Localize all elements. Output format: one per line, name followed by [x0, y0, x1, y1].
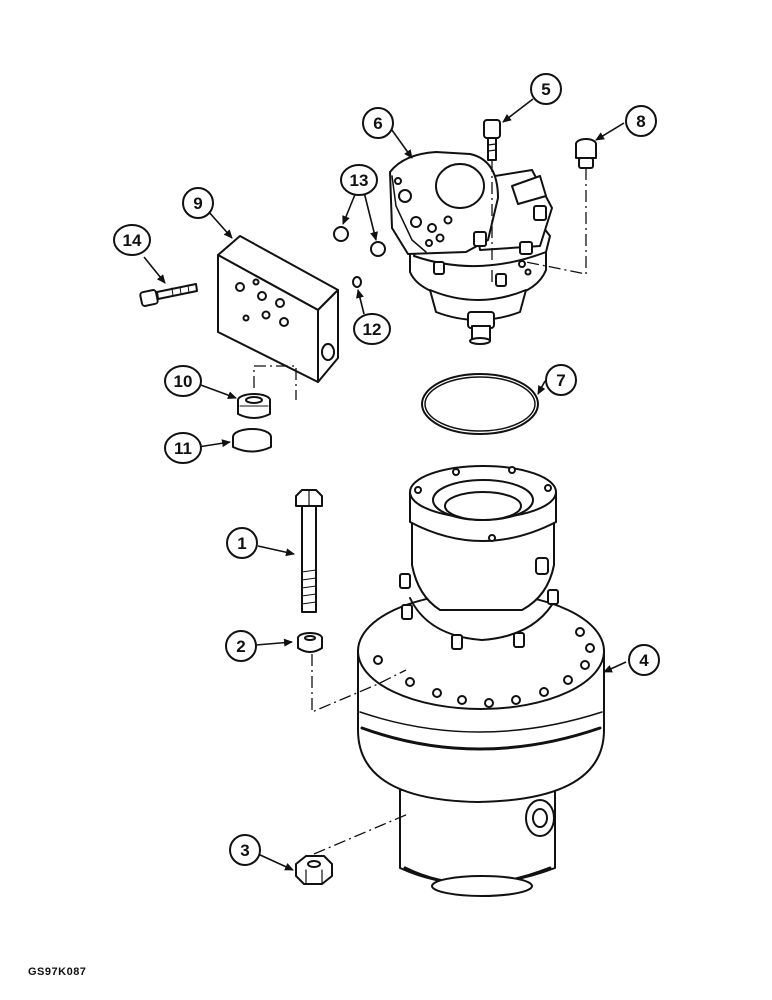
callout-label-2: 2 — [236, 637, 245, 656]
callout-6: 6 — [362, 107, 394, 139]
callout-label-7: 7 — [556, 371, 565, 390]
callout-8: 8 — [625, 105, 657, 137]
hydraulic-motor — [389, 151, 553, 345]
threaded-insert — [237, 393, 271, 419]
plug — [575, 138, 597, 169]
callout-label-11: 11 — [174, 439, 192, 458]
callout-label-12: 12 — [363, 320, 382, 339]
callout-label-8: 8 — [636, 112, 645, 131]
valve-plug — [232, 428, 272, 453]
callouts: 1 2 3 4 5 6 7 8 — [113, 73, 660, 866]
o-ring-small-right — [370, 241, 386, 257]
callout-9: 9 — [182, 187, 214, 219]
callout-11: 11 — [164, 432, 202, 464]
leader-lines — [143, 98, 627, 871]
callout-label-6: 6 — [373, 114, 382, 133]
callout-label-4: 4 — [639, 651, 649, 670]
long-bolt — [295, 489, 323, 613]
callout-12: 12 — [353, 313, 391, 345]
callout-label-9: 9 — [193, 194, 202, 213]
callout-4: 4 — [628, 644, 660, 676]
washer — [297, 632, 323, 653]
callout-label-13: 13 — [350, 171, 369, 190]
figure-code: GS97K087 — [28, 966, 87, 978]
assembly-lines — [253, 160, 587, 855]
hex-nut — [295, 855, 333, 885]
cap-screw — [139, 283, 198, 307]
callout-label-3: 3 — [240, 841, 249, 860]
callout-2: 2 — [225, 630, 257, 662]
o-ring-small-left — [333, 226, 349, 242]
callout-13: 13 — [340, 164, 378, 196]
motor-bolt — [483, 119, 501, 161]
o-ring-tiny — [352, 276, 362, 288]
callout-7: 7 — [545, 364, 577, 396]
callout-1: 1 — [226, 527, 258, 559]
callout-label-14: 14 — [123, 231, 142, 250]
callout-5: 5 — [530, 73, 562, 105]
callout-label-5: 5 — [541, 80, 550, 99]
seal-ring — [421, 373, 539, 435]
callout-label-10: 10 — [174, 372, 193, 391]
callout-3: 3 — [229, 834, 261, 866]
valve-block — [217, 235, 339, 383]
callout-label-1: 1 — [237, 534, 246, 553]
callout-10: 10 — [164, 365, 202, 397]
callout-14: 14 — [113, 224, 151, 256]
gearbox-housing — [357, 465, 605, 897]
